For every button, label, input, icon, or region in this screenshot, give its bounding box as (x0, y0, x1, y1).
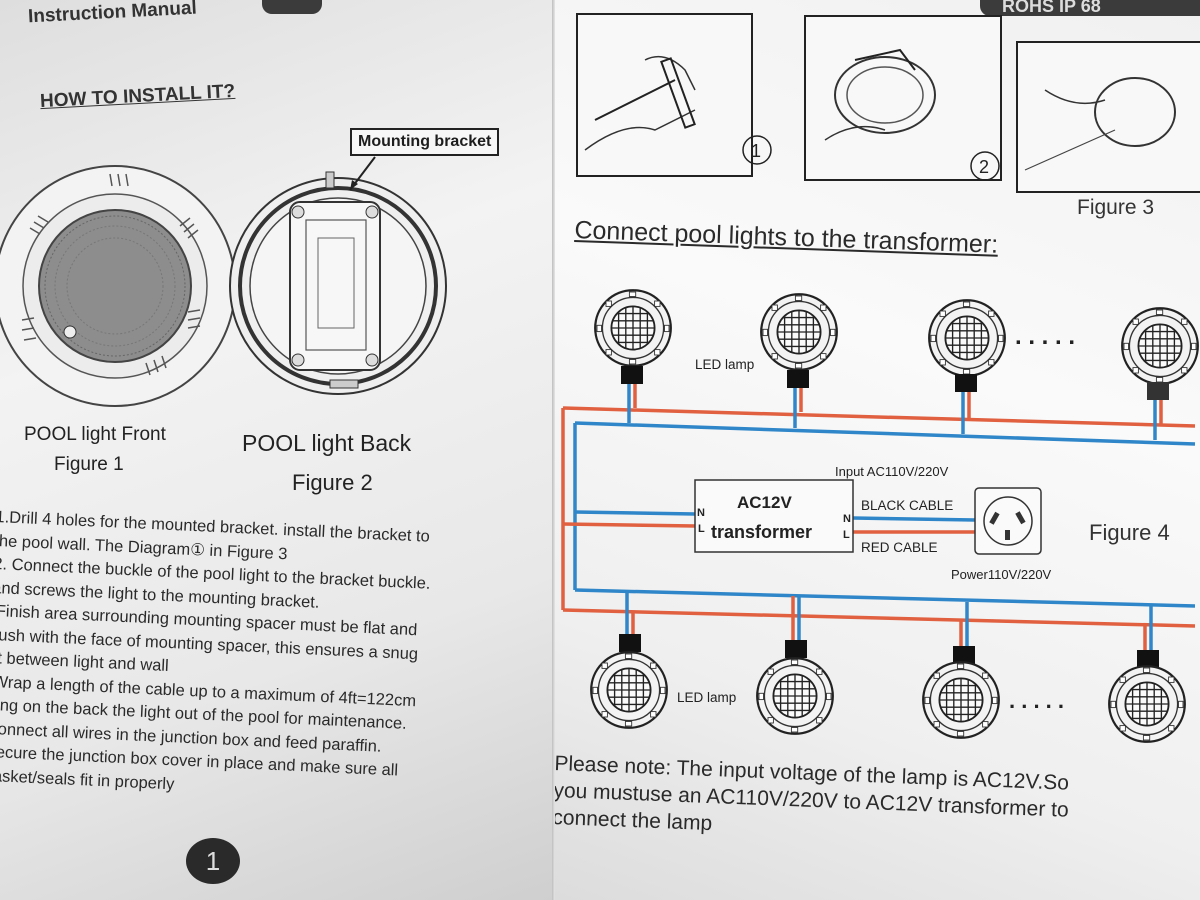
led-lamp-bottom-3 (922, 646, 1000, 739)
power-voltage-label: Power110V/220V (951, 567, 1052, 582)
right-page: ROHS IP 68 1 2 Figure 3 Connec (555, 0, 1200, 900)
led-lamp-bottom-2 (756, 640, 834, 735)
header-certifications: ROHS IP 68 (980, 0, 1200, 16)
wiring-diagram: AC12V transformer N L N L Input AC110V/2… (561, 289, 1199, 743)
led-lamp-top-3 (928, 299, 1006, 392)
figure-2-caption: Figure 2 (292, 470, 373, 495)
transformer-subtitle: transformer (711, 522, 812, 542)
terminal-l-right: L (843, 529, 850, 541)
manual-header: Instruction Manual (27, 0, 198, 28)
installation-steps: 1.Drill 4 holes for the mounted bracket.… (0, 506, 535, 812)
header-tab (262, 0, 322, 14)
red-cable-label: RED CABLE (861, 540, 938, 555)
pool-light-front-label: POOL light Front (24, 424, 166, 445)
mounting-bracket-callout: Mounting bracket (350, 128, 500, 156)
figure-1-caption: Figure 1 (54, 454, 124, 475)
figure-3-step-1-number: 1 (751, 141, 761, 161)
ac12v-transformer: AC12V transformer N L N L (694, 479, 854, 553)
led-lamp-top-1 (594, 289, 672, 384)
black-cable-label: BLACK CABLE (861, 498, 953, 513)
led-lamp-top-4 (1121, 307, 1199, 400)
section-title: HOW TO INSTALL IT? (39, 80, 236, 113)
pool-light-back-label: POOL light Back (242, 430, 412, 456)
terminal-l-left: L (698, 523, 705, 535)
left-page: Instruction Manual HOW TO INSTALL IT? (0, 0, 555, 900)
figure-3-panel-1 (576, 13, 753, 177)
power-outlet (974, 487, 1042, 555)
terminal-n-right: N (843, 513, 851, 525)
wire-lines (561, 380, 1196, 652)
page-number-badge: 1 (186, 838, 240, 884)
input-voltage-label: Input AC110V/220V (835, 464, 949, 479)
led-lamp-label-bottom: LED lamp (677, 690, 736, 705)
figure-4-caption: Figure 4 (1089, 520, 1170, 545)
figure-3-panel-2 (804, 15, 1002, 181)
led-lamp-label-top: LED lamp (695, 357, 754, 372)
figure-3-panel-3 (1016, 41, 1200, 193)
terminal-n-left: N (697, 507, 705, 519)
led-lamp-bottom-1 (590, 634, 668, 729)
led-lamp-top-2 (760, 293, 838, 388)
pool-light-illustrations (0, 156, 447, 407)
more-lamps-dots-bottom: . . . . . (1009, 688, 1064, 713)
pool-light-front-drawing (0, 165, 236, 407)
figure-3-caption: Figure 3 (1077, 196, 1155, 219)
pool-light-back-drawing (229, 156, 447, 395)
connect-title: Connect pool lights to the transformer: (574, 216, 999, 259)
figure-3-step-2-number: 2 (979, 157, 989, 177)
voltage-note: Please note: The input voltage of the la… (555, 750, 1195, 856)
figure-3-panels: 1 2 (576, 13, 1200, 193)
led-lamp-bottom-4 (1108, 650, 1186, 743)
more-lamps-dots-top: . . . . . (1015, 323, 1075, 350)
transformer-title: AC12V (737, 493, 792, 512)
